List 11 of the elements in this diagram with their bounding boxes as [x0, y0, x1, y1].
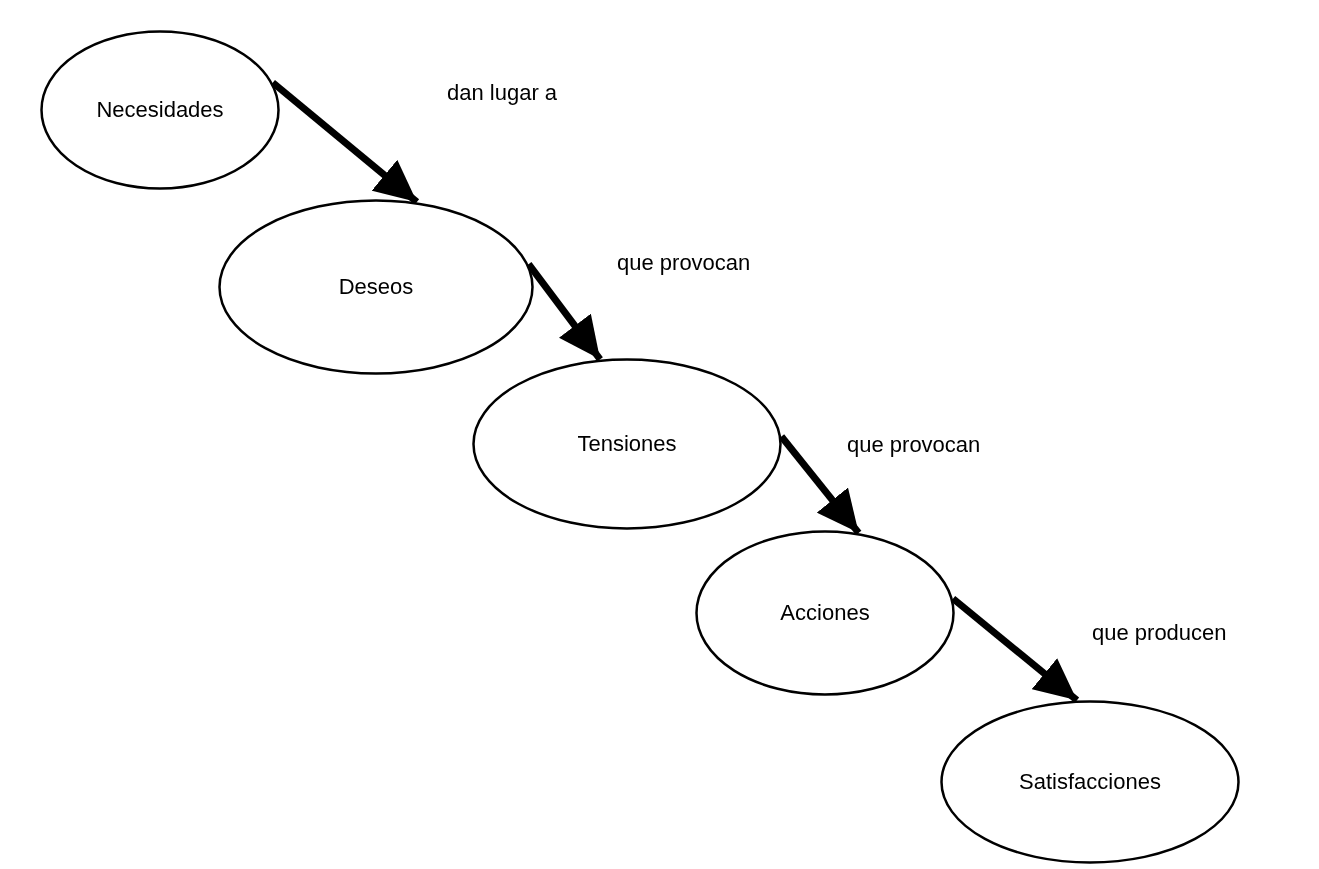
ellipse-node	[940, 700, 1240, 864]
node-label: Tensiones	[577, 431, 677, 457]
node-label: Necesidades	[96, 97, 224, 123]
ellipse-node	[218, 199, 534, 375]
arrow	[270, 79, 420, 205]
ellipse-node	[472, 358, 782, 530]
ellipse-node	[695, 530, 955, 696]
ellipse-node	[40, 30, 280, 190]
node-label: Satisfacciones	[1019, 769, 1161, 795]
node-label: Deseos	[338, 274, 414, 300]
node-label: Acciones	[780, 600, 870, 626]
